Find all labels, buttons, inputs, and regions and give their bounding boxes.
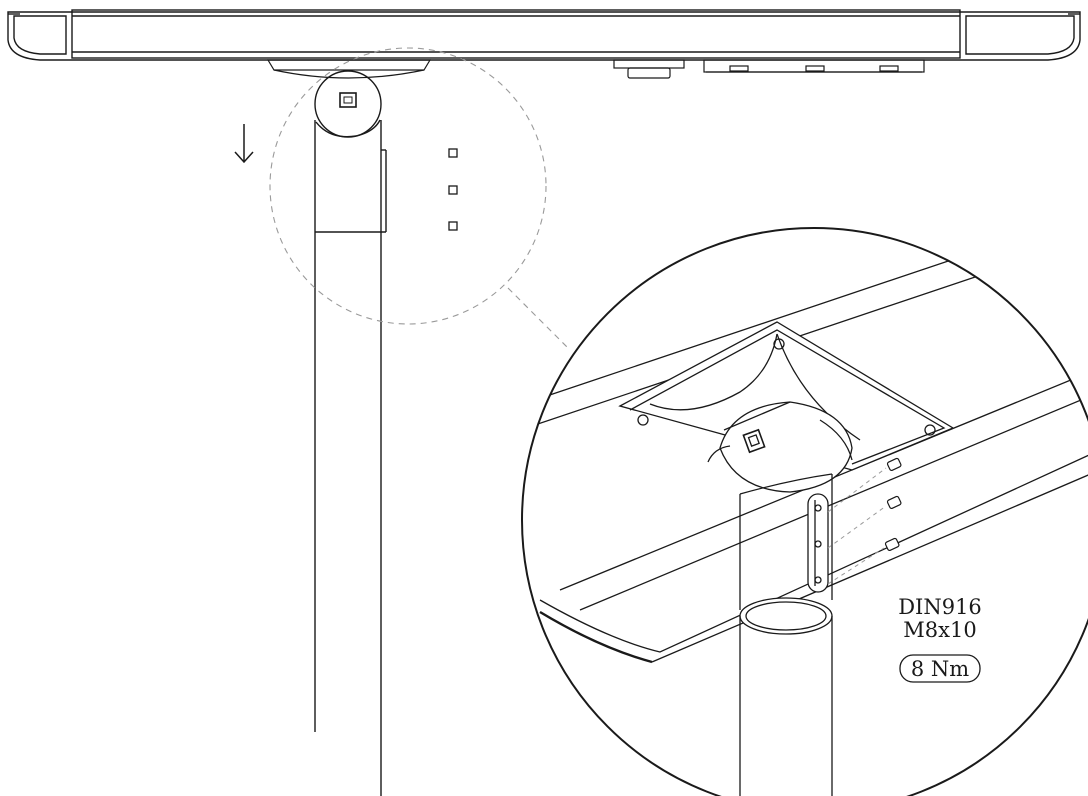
screw-hole-marker [448, 221, 458, 231]
torque-value: 8 Nm [911, 657, 969, 681]
fastener-standard: DIN916 [898, 595, 982, 619]
table-top [7, 9, 1081, 61]
table-leg [314, 70, 387, 796]
screw-hole-markers [448, 148, 458, 231]
screw-hole-marker [448, 185, 458, 195]
detail-callout-circle [269, 47, 569, 349]
torque-badge [899, 654, 981, 683]
arrow-down-icon [234, 124, 254, 164]
detail-view [521, 227, 1088, 796]
fastener-spec: DIN916 M8x10 8 Nm [898, 595, 982, 683]
fastener-size: M8x10 [903, 618, 976, 642]
screw-hole-marker [448, 148, 458, 158]
underside-components [266, 59, 925, 79]
